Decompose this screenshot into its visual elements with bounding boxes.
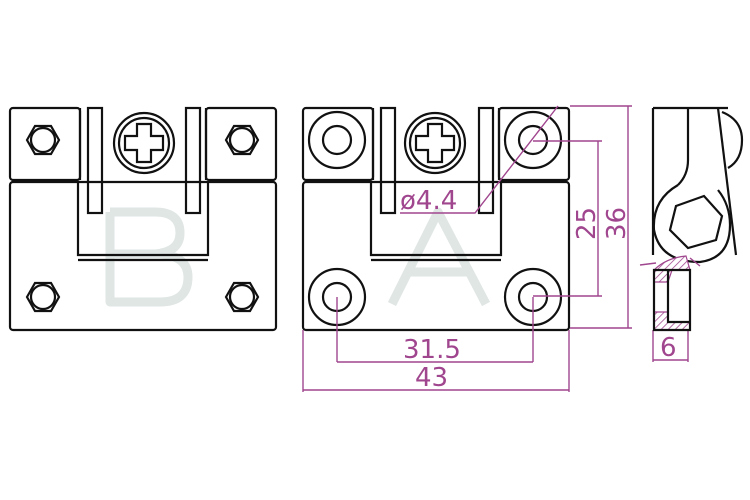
screw-icon (112, 111, 176, 175)
dim-hole-spacing-horizontal: 31.5 (403, 335, 461, 365)
dimension-lines (302, 105, 689, 392)
dim-hole-diameter: ø4.4 (400, 186, 457, 216)
mounting-hole-icon (307, 110, 563, 327)
view-watermark-a (387, 207, 490, 307)
dim-hole-spacing-vertical: 25 (572, 207, 602, 240)
view-a (301, 106, 571, 332)
screw-icon (403, 111, 467, 175)
hex-nut-icon (25, 124, 260, 313)
dim-overall-height: 36 (602, 207, 632, 240)
view-watermark-b (105, 207, 193, 307)
dim-thickness: 6 (660, 333, 677, 363)
hex-socket-icon (668, 194, 724, 250)
dim-overall-width: 43 (415, 363, 448, 393)
view-b (8, 106, 278, 332)
side-view (639, 106, 744, 332)
